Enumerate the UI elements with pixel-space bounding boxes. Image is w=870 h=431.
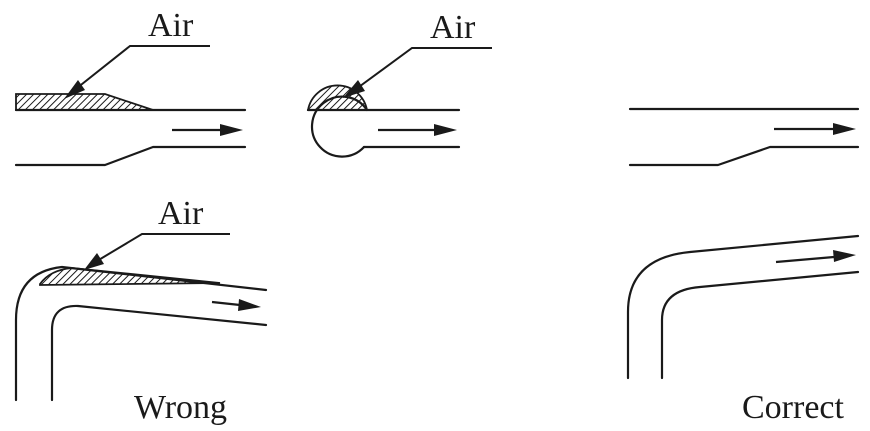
flow-arrow	[378, 124, 457, 136]
correct-reducer-bottom-wall	[628, 145, 860, 167]
reducer-bottom-wall	[14, 145, 247, 167]
elbow-inner-wall	[50, 304, 268, 402]
flow-arrow	[775, 250, 856, 264]
air-leader-arrowhead	[84, 253, 104, 270]
air-label-reducer: Air	[148, 7, 194, 44]
correct-elbow-panel	[626, 234, 860, 380]
wrong-reducer-panel: Air	[14, 7, 247, 167]
wrong-label: Wrong	[134, 389, 227, 426]
flow-arrow	[774, 123, 856, 135]
correct-reducer-panel	[628, 107, 860, 167]
correct-elbow-outer-wall	[626, 234, 860, 380]
elbow-outer-wall	[14, 265, 268, 402]
flow-arrow	[211, 299, 261, 311]
air-label-hump: Air	[430, 9, 476, 46]
air-leader-arrowhead	[64, 80, 85, 99]
air-leader-line	[91, 233, 230, 265]
air-leader-arrowhead	[343, 80, 365, 98]
air-pocket-reducer	[15, 93, 154, 111]
wrong-elbow-panel: Air	[14, 195, 268, 402]
hump-body	[310, 95, 369, 158]
air-leader-line	[351, 47, 492, 93]
air-label-elbow: Air	[158, 195, 204, 232]
air-leader-line	[71, 45, 210, 93]
correct-label: Correct	[742, 389, 845, 426]
wrong-hump-panel: Air	[306, 9, 492, 158]
correct-elbow-inner-wall	[660, 270, 860, 380]
flow-arrow	[172, 124, 243, 136]
